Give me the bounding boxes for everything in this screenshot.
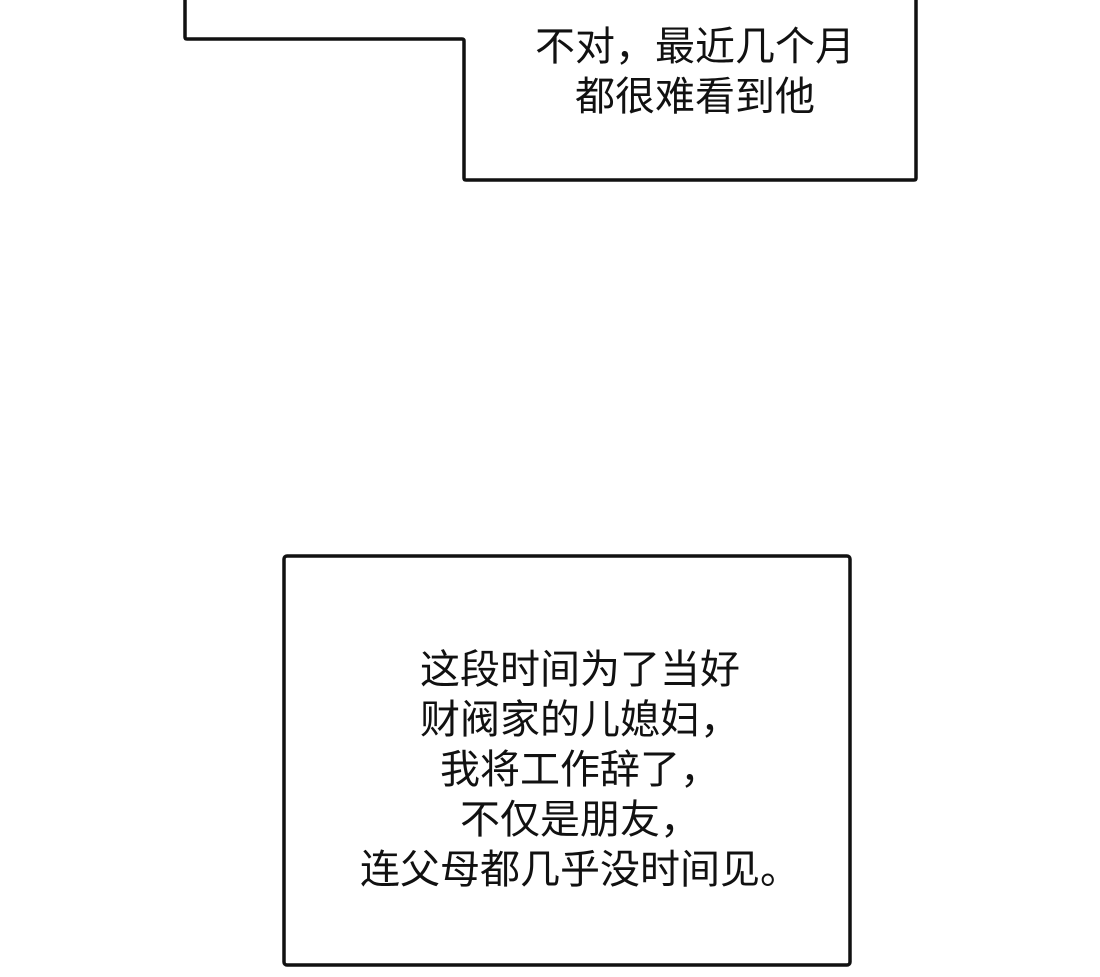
top-caption-box [183, 0, 918, 182]
caption-line: 连父母都几乎没时间见。 [360, 847, 800, 893]
caption-line: 不仅是朋友， [460, 797, 700, 843]
caption-line: 不对，最近几个月 [535, 24, 855, 70]
bottom-caption-text: 这段时间为了当好 财阀家的儿媳妇， 我将工作辞了， 不仅是朋友， 连父母都几乎没… [290, 645, 870, 895]
top-caption-text: 不对，最近几个月 都很难看到他 [470, 22, 920, 122]
caption-line: 都很难看到他 [575, 74, 815, 120]
caption-line: 财阀家的儿媳妇， [420, 697, 740, 743]
caption-line: 这段时间为了当好 [420, 647, 740, 693]
bottom-caption-box [282, 554, 852, 967]
caption-line: 我将工作辞了， [440, 747, 720, 793]
